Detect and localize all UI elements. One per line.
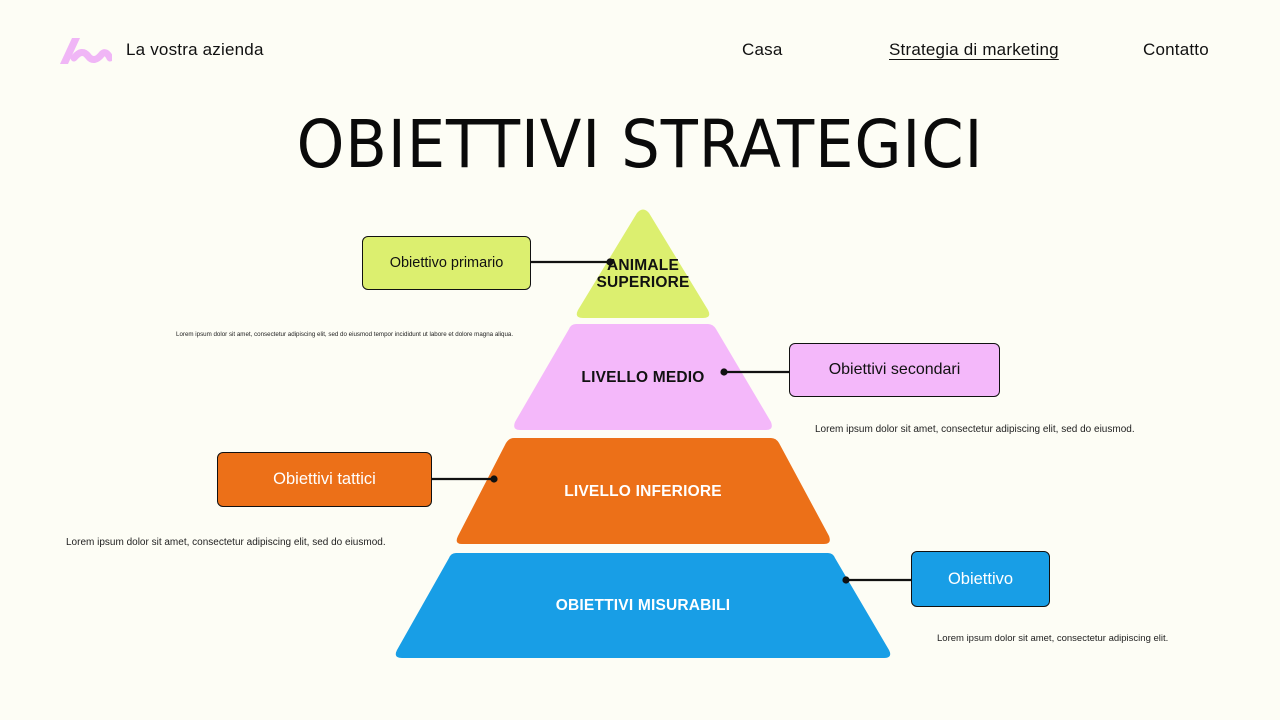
pyramid-label-lower: LIVELLO INFERIORE — [564, 483, 722, 500]
nav-link-contatto[interactable]: Contatto — [1143, 40, 1209, 59]
description-text-objective: Lorem ipsum dolor sit amet, consectetur … — [937, 633, 1169, 644]
connector-dot — [490, 475, 498, 483]
pyramid-label-bottom: OBIETTIVI MISURABILI — [555, 597, 731, 614]
callout-obiettivi-secondari[interactable]: Obiettivi secondari — [789, 343, 1000, 397]
pyramid-level-lower — [456, 438, 830, 544]
description-text-primary: Lorem ipsum dolor sit amet, consectetur … — [176, 331, 514, 338]
nav-link-strategia-di-marketing[interactable]: Strategia di marketing — [889, 40, 1059, 59]
callout-obiettivo[interactable]: Obiettivo — [911, 551, 1050, 607]
pyramid-label-middle: LIVELLO MEDIO — [581, 369, 705, 386]
callout-obiettivo-primario[interactable]: Obiettivo primario — [362, 236, 531, 290]
description-text-secondary: Lorem ipsum dolor sit amet, consectetur … — [815, 424, 1135, 435]
header: La vostra azienda Casa Strategia di mark… — [0, 0, 1280, 100]
connector-dot — [606, 258, 614, 266]
pyramid-label-top-line1: ANIMALE — [606, 257, 679, 274]
pyramid-level-top — [576, 209, 710, 318]
brand-name[interactable]: La vostra azienda — [126, 40, 264, 59]
description-text-tactical: Lorem ipsum dolor sit amet, consectetur … — [66, 537, 386, 548]
pyramid-label-top: ANIMALE SUPERIORE — [583, 257, 703, 291]
connector-dot — [720, 368, 728, 376]
wave-logo-icon[interactable] — [58, 36, 112, 66]
connector-dot — [842, 576, 850, 584]
pyramid-level-bottom — [395, 553, 891, 658]
callout-obiettivi-tattici[interactable]: Obiettivi tattici — [217, 452, 432, 507]
pyramid-label-top-line2: SUPERIORE — [596, 274, 690, 291]
pyramid-level-middle — [514, 324, 772, 430]
nav-link-casa[interactable]: Casa — [742, 40, 783, 59]
page-title: OBIETTIVI STRATEGICI — [296, 106, 984, 183]
